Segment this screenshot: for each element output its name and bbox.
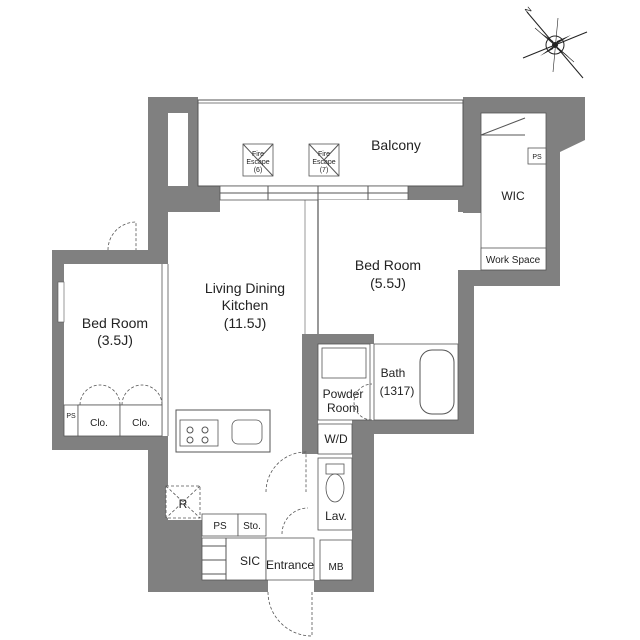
fire-escape-hatch-1: Fire Escape (6) [242,143,274,177]
entrance-area [265,537,315,581]
work-space-area [480,247,547,271]
closet-2-label: Clo. [132,418,150,429]
balcony-label: Balcony [371,137,421,153]
bathtub [419,349,455,415]
ps-bottom-label: PS [213,521,227,532]
ps-top-label: PS [532,154,542,161]
exterior-walls [52,97,585,592]
bath-door [353,383,373,421]
closet-1 [77,404,121,437]
mb-label: MB [329,562,344,573]
powder-label-line2: Room [327,401,359,415]
washer-dryer-space [317,423,353,455]
storage-label: Sto. [243,521,261,532]
toilet-tank [325,463,345,475]
kitchen-counter [175,409,271,453]
small-bedroom-label: Bed Room [82,315,148,331]
fire-escape-hatch-2: Fire Escape (7) [308,143,340,177]
shoes-in-closet [201,537,267,581]
svg-text:(6): (6) [254,167,263,174]
compass-rose-icon [522,11,588,79]
storage [237,513,267,537]
wic-label: WIC [501,189,525,203]
refrigerator-label: R [179,497,188,511]
wd-label: W/D [324,432,348,446]
entrance-door[interactable] [267,591,313,637]
ps-left-label: PS [66,413,76,420]
compass-north-label: N [523,5,533,16]
meter-box [319,539,353,581]
small-bedroom-size: (3.5J) [97,332,133,348]
ldk-label-line2: Kitchen [222,297,269,313]
svg-text:Escape: Escape [246,159,269,166]
main-bedroom-size: (5.5J) [370,275,406,291]
ldk-label-line1: Living Dining [205,280,285,296]
vanity-sink [321,347,367,379]
work-space-label: Work Space [486,255,541,266]
entrance-label: Entrance [266,558,314,572]
wic-room [480,112,547,271]
svg-text:Escape: Escape [312,159,335,166]
closet-1-label: Clo. [90,418,108,429]
bath-label: Bath [381,366,406,380]
ldk-size-label: (11.5J) [224,315,267,331]
powder-label-line1: Powder [323,387,364,401]
lav-door [281,507,309,535]
toilet-bowl [325,473,345,503]
svg-text:Fire: Fire [318,151,330,158]
lav-label: Lav. [325,509,347,523]
main-bedroom [318,200,458,334]
svg-text:(7): (7) [320,167,329,174]
main-bedroom-label: Bed Room [355,257,421,273]
ps-box-top [527,147,547,165]
ldk-door [265,451,307,493]
sic-label: SIC [240,554,260,568]
svg-text:Fire: Fire [252,151,264,158]
ps-box-left [63,404,79,437]
small-bedroom-window [57,281,65,323]
balcony-sliding-windows [219,185,409,201]
closet-2 [119,404,163,437]
bath-size-label: (1317) [380,384,415,398]
small-bedroom-door [107,221,137,251]
